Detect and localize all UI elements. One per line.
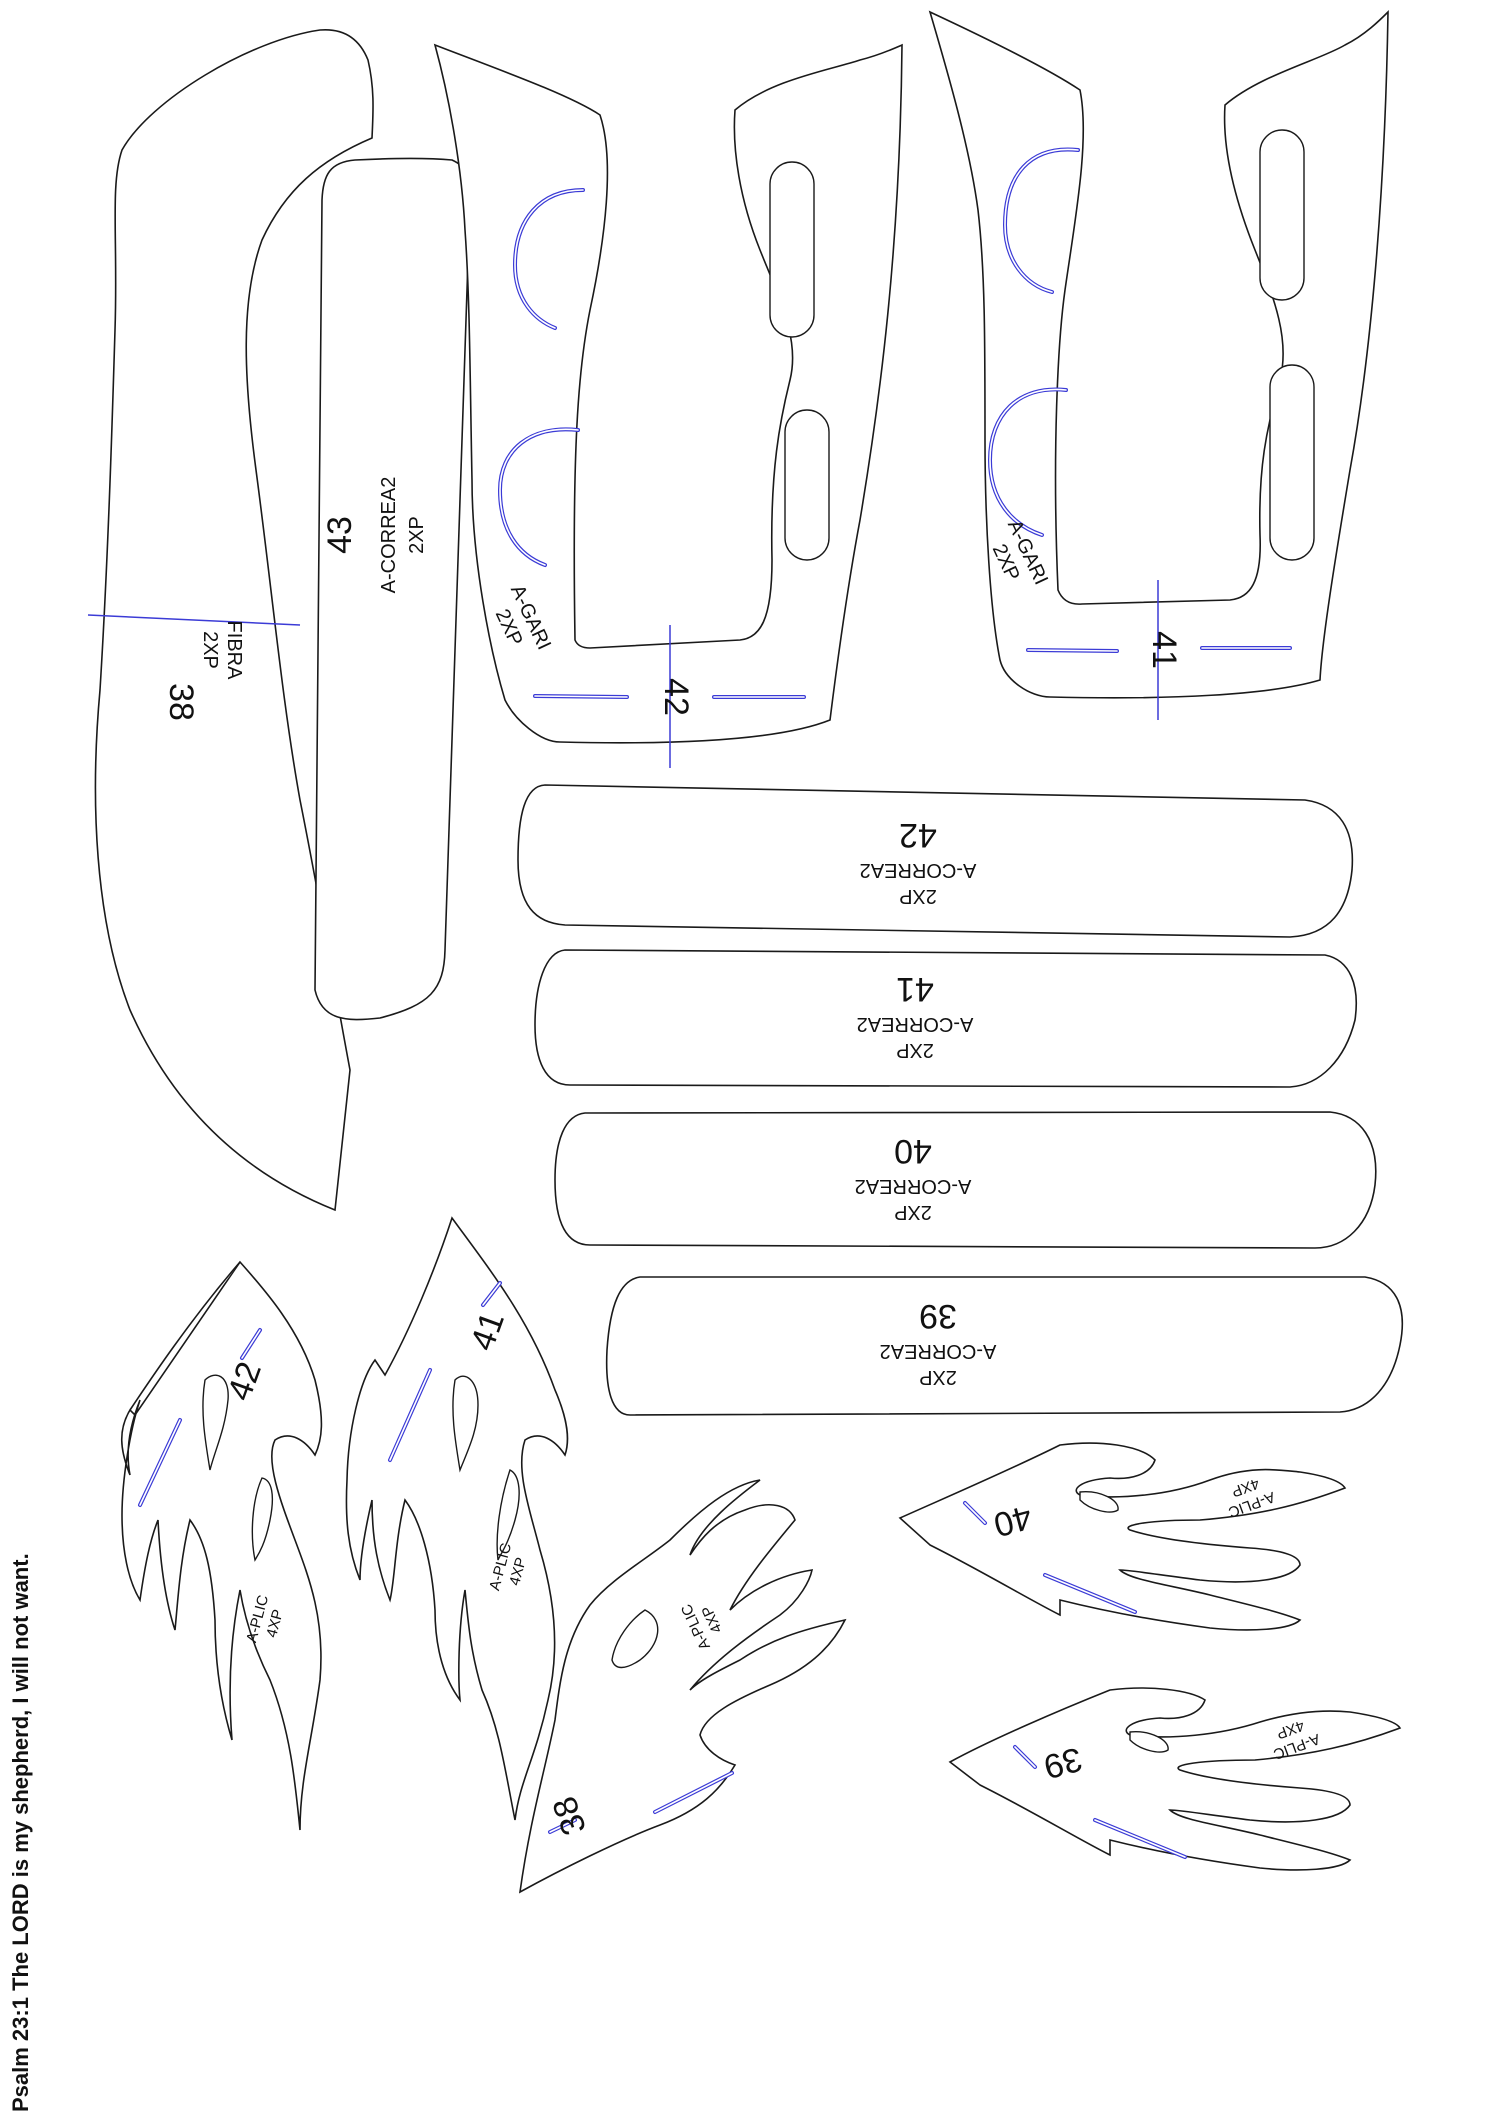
fibra-name: FIBRA <box>223 621 245 681</box>
correa41-number: 41 <box>896 970 934 1008</box>
gari42-number: 42 <box>657 678 695 716</box>
correa40-name: A-CORREA2 <box>855 1175 972 1197</box>
piece-gari-41: A-GARI 2XP 41 <box>928 10 1389 720</box>
correa40-number: 40 <box>894 1132 932 1170</box>
fibra-number: 38 <box>162 683 200 721</box>
piece-plic-38: 38 A-PLIC 4XP <box>518 1479 847 1894</box>
piece-plic-39: 39 A-PLIC 4XP <box>948 1687 1402 1871</box>
correa43-qty: 2XP <box>406 516 428 554</box>
plic42-qty: 4XP <box>263 1608 287 1640</box>
correa41-name: A-CORREA2 <box>857 1013 974 1035</box>
fibra-guide-line <box>87 614 301 626</box>
fibra-qty: 2XP <box>199 631 221 669</box>
verse-text: Psalm 23:1 The LORD is my shepherd, I wi… <box>8 1553 33 2112</box>
piece-fibra-38: FIBRA 2XP 38 <box>87 29 374 1212</box>
piece-plic-40: 40 A-PLIC 4XP <box>898 1442 1347 1631</box>
piece-correa-39: 2XP A-CORREA2 39 <box>605 1276 1404 1416</box>
correa39-number: 39 <box>919 1297 957 1335</box>
plic41-qty: 4XP <box>506 1556 530 1588</box>
correa42-qty: 2XP <box>899 885 937 907</box>
correa43-name: A-CORREA2 <box>378 477 400 594</box>
correa39-name: A-CORREA2 <box>880 1340 997 1362</box>
correa43-number: 43 <box>321 516 359 554</box>
piece-correa-42: 2XP A-CORREA2 42 <box>517 784 1354 938</box>
piece-correa-40: 2XP A-CORREA2 40 <box>554 1111 1377 1249</box>
piece-gari-42: A-GARI 2XP 42 <box>433 43 903 768</box>
piece-correa-41: 2XP A-CORREA2 41 <box>534 949 1357 1088</box>
piece-plic-41: 41 A-PLIC 4XP <box>345 1216 569 1821</box>
gari41-number: 41 <box>1145 631 1183 669</box>
correa42-name: A-CORREA2 <box>860 859 977 881</box>
piece-plic-42: 42 A-PLIC 4XP <box>120 1260 323 1831</box>
correa40-qty: 2XP <box>894 1201 932 1223</box>
correa39-qty: 2XP <box>919 1366 957 1388</box>
correa42-number: 42 <box>899 816 937 854</box>
correa41-qty: 2XP <box>896 1039 934 1061</box>
piece-correa-43: 43 A-CORREA2 2XP <box>314 157 471 1021</box>
